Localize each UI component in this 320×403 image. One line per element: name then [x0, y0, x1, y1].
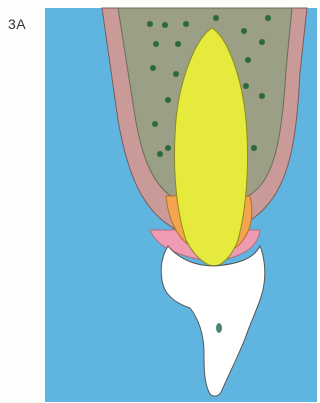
dot [245, 57, 251, 63]
dot [173, 71, 179, 77]
dot [165, 145, 171, 151]
dot [175, 41, 181, 47]
dot [150, 65, 156, 71]
dot [165, 97, 171, 103]
dot [251, 145, 257, 151]
dot [157, 151, 163, 157]
dot [183, 21, 189, 27]
dot [259, 39, 265, 45]
canal-dot [216, 323, 222, 333]
dot [243, 83, 249, 89]
dot [152, 121, 158, 127]
dot [265, 15, 271, 21]
dot [259, 93, 265, 99]
dot [162, 22, 168, 28]
dot [153, 41, 159, 47]
dot [213, 15, 219, 21]
dot [241, 28, 247, 34]
dot [147, 21, 153, 27]
